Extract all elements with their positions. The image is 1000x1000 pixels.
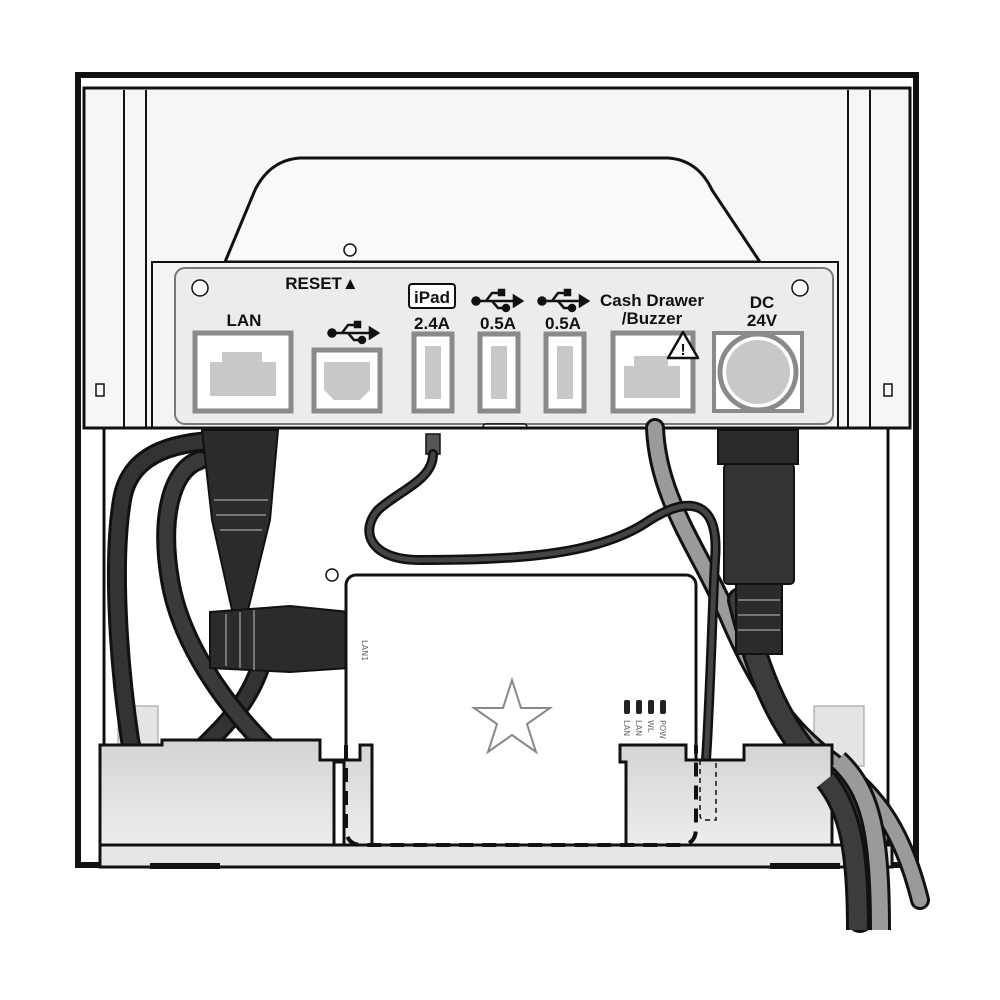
usb1-current-label: 0.5A [480,314,516,333]
exiting-cables [816,751,891,931]
hub-led-label: LAN [622,720,631,736]
ipad-usb-cable [364,433,721,765]
usb-icon [471,288,525,313]
reset-label: RESET▲ [285,274,359,293]
hub-led-label: WL [646,720,655,733]
lan-port [192,330,294,414]
hub-indicator-leds [624,700,666,714]
lan-label: LAN [227,311,262,330]
ipad-badge [408,283,456,309]
hub-led-label: POW [658,720,667,739]
dc-label: DC [750,293,775,312]
lan-cable [106,430,280,785]
dc-power-port [712,331,804,413]
housing-hump [222,156,763,264]
ipad-label: iPad [414,288,450,307]
hub-hidden-outline [344,745,698,847]
cable-hidden-outline [699,760,717,821]
hub-led-label: LAN [634,720,643,736]
voltage-label: 24V [747,311,778,330]
hub-lan-plug [209,604,351,674]
ipad-current-label: 2.4A [414,314,450,333]
usb-a-port-2 [543,331,587,414]
cable-tray [98,738,894,869]
screw-top [343,243,357,257]
usb-icon [537,288,591,313]
usb-icon [327,320,381,345]
usb2-current-label: 0.5A [545,314,581,333]
usb-a-port-1 [477,331,521,414]
warning-icon [666,330,700,360]
ipad-usb-port [411,331,455,414]
hub-lan-label: LAN1 [360,640,369,661]
cash-drawer-port [610,330,696,414]
usb-b-port [311,347,383,414]
buzzer-label: /Buzzer [622,309,683,328]
cash-drawer-label: Cash Drawer [600,291,704,310]
star-logo-icon [470,676,554,755]
warning-symbol: ! [680,342,685,359]
